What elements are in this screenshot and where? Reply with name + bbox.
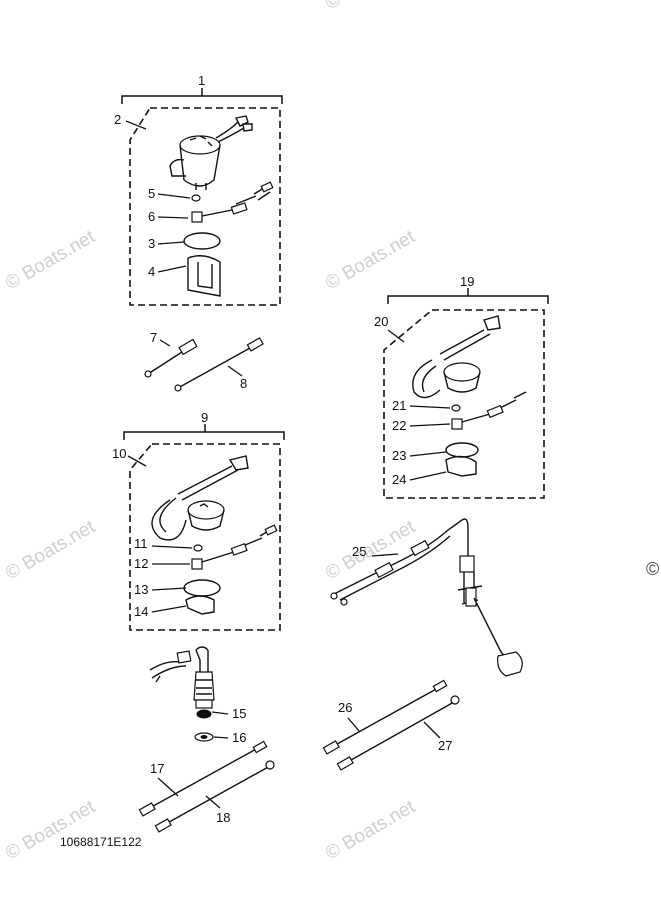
- label-9: 9: [201, 410, 208, 425]
- label-3: 3: [148, 236, 155, 251]
- wires-26-27: 26 27: [322, 679, 460, 771]
- label-2: 2: [114, 112, 121, 127]
- lead-8: [227, 365, 243, 377]
- lead-24: [409, 471, 447, 481]
- label-25: 25: [352, 544, 366, 559]
- watermark-7: © Boats.net: [322, 0, 419, 14]
- watermark-2: © Boats.net: [322, 226, 419, 294]
- lead-4: [157, 265, 187, 273]
- wires-17-18: 17 18: [138, 740, 275, 833]
- label-21: 21: [392, 398, 406, 413]
- label-27: 27: [438, 738, 452, 753]
- bracket-14: [185, 595, 215, 615]
- lead-16: [213, 736, 229, 739]
- ring-3: [183, 232, 221, 250]
- lead-3: [157, 241, 185, 245]
- harness-25: 25: [330, 518, 523, 677]
- label-6: 6: [148, 209, 155, 224]
- label-16: 16: [232, 730, 246, 745]
- watermark-1: © Boats.net: [2, 226, 99, 294]
- label-24: 24: [392, 472, 406, 487]
- lead-15: [211, 711, 229, 715]
- lead-14: [151, 605, 187, 613]
- label-1: 1: [198, 73, 205, 88]
- socket-wire-22: [451, 391, 527, 430]
- label-11: 11: [134, 536, 148, 551]
- wires-7-8: 7 8: [144, 330, 264, 392]
- label-18: 18: [216, 810, 230, 825]
- label-12: 12: [134, 556, 148, 571]
- ring-23: [445, 442, 479, 458]
- bulb-21: [451, 404, 461, 412]
- diagram-code: 10688171E122: [60, 835, 142, 849]
- watermark-6: © Boats.net: [322, 796, 419, 864]
- lead-5: [157, 193, 191, 199]
- bracket-1: [121, 88, 283, 104]
- lead-27: [423, 721, 441, 739]
- watermarks: © Boats.net © Boats.net © Boats.net © Bo…: [2, 0, 659, 864]
- gauge-19: [412, 315, 501, 399]
- lead-11: [151, 545, 193, 549]
- lead-25: [371, 553, 399, 557]
- label-20: 20: [374, 314, 388, 329]
- lead-2: [125, 120, 147, 130]
- label-22: 22: [392, 418, 406, 433]
- socket-wire-12: [191, 524, 278, 570]
- lead-23: [409, 451, 447, 457]
- lead-18: [205, 795, 221, 809]
- dashbox-19: [383, 309, 545, 499]
- socket-wire-6: [191, 181, 274, 223]
- label-19: 19: [460, 274, 474, 289]
- bracket-9: [123, 424, 285, 440]
- assembly-1: 1 2 5 6 3 4: [114, 73, 283, 306]
- label-17: 17: [150, 761, 164, 776]
- bulb-5: [191, 194, 201, 202]
- gauge-9: [151, 455, 249, 541]
- label-13: 13: [134, 582, 148, 597]
- assembly-19: 19 20 21 22 23 24: [374, 274, 549, 499]
- lead-26: [347, 717, 361, 733]
- bracket-4: [187, 255, 221, 297]
- watermark-5: © Boats.net: [2, 796, 99, 864]
- watermark-4: © Boats.net: [322, 516, 419, 584]
- lead-6: [157, 216, 189, 219]
- watermark-3: © Boats.net: [2, 516, 99, 584]
- bracket-19: [387, 288, 549, 304]
- lead-20: [387, 329, 405, 343]
- label-5: 5: [148, 186, 155, 201]
- lead-13: [151, 587, 187, 591]
- lead-22: [409, 423, 451, 427]
- label-26: 26: [338, 700, 352, 715]
- label-8: 8: [240, 376, 247, 391]
- lead-7: [159, 339, 171, 347]
- dashbox-1: [129, 107, 281, 306]
- lead-17: [157, 777, 179, 797]
- label-14: 14: [134, 604, 148, 619]
- bulb-11: [193, 544, 203, 552]
- label-7: 7: [150, 330, 157, 345]
- label-4: 4: [148, 264, 155, 279]
- watermark-edge: ©: [646, 559, 659, 579]
- label-23: 23: [392, 448, 406, 463]
- sender-15-16: 15 16: [149, 646, 246, 745]
- dashbox-9: [129, 443, 281, 631]
- label-15: 15: [232, 706, 246, 721]
- label-10: 10: [112, 446, 126, 461]
- lead-10: [127, 455, 147, 467]
- lead-21: [409, 405, 451, 409]
- gauge-1: [169, 115, 253, 190]
- bracket-24: [445, 455, 477, 477]
- assembly-9: 9 10 11 12 13 14: [112, 410, 285, 631]
- ring-13: [183, 579, 221, 597]
